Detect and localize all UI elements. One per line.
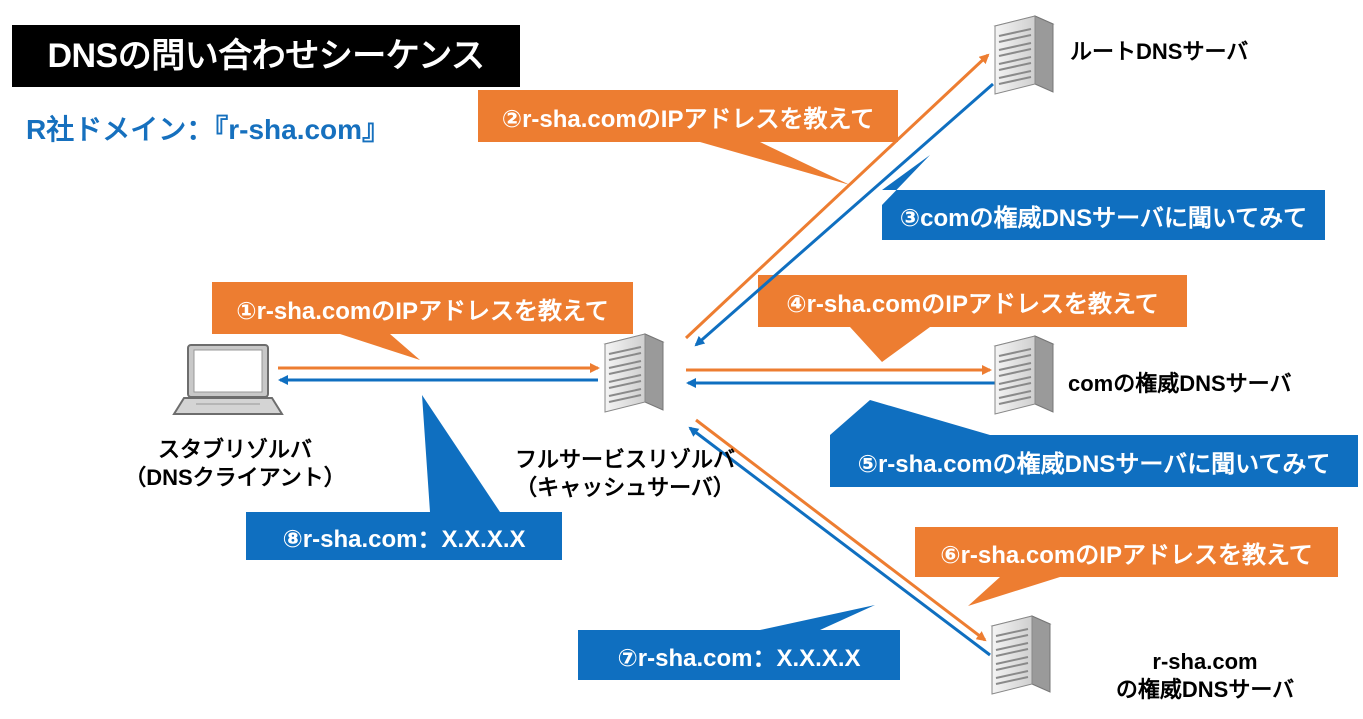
stub-resolver-label-line1: スタブリゾルバ: [157, 437, 312, 462]
bubble-1-background: [212, 282, 633, 360]
message-7-text: ⑦r-sha.com：X.X.X.X: [617, 644, 861, 672]
bubble-2-background: [478, 90, 898, 185]
laptop-icon: [172, 344, 284, 415]
page-title: DNSの問い合わせシーケンス: [47, 37, 485, 75]
root-dns-label: ルートDNSサーバ: [1070, 39, 1249, 64]
stub-resolver-label: スタブリゾルバ （DNSクライアント）: [110, 436, 360, 492]
message-1-text: ①r-sha.comのIPアドレスを教えて: [236, 297, 609, 325]
com-dns-server-icon: [994, 335, 1054, 415]
rsha-dns-label-line1: r-sha.com: [1152, 649, 1258, 674]
arrow-2-request: [684, 53, 990, 340]
arrow-7-response: [688, 426, 991, 657]
bubble-4-background: [758, 275, 1187, 362]
rsha-dns-label: r-sha.com の権威DNSサーバ: [1100, 648, 1310, 704]
message-3-text: ③comの権威DNSサーバに聞いてみて: [899, 204, 1308, 232]
message-8-text: ⑧r-sha.com：X.X.X.X: [282, 525, 526, 553]
bubble-8-background: [246, 395, 562, 560]
message-4-text: ④r-sha.comのIPアドレスを教えて: [786, 290, 1159, 318]
title-background: [12, 25, 520, 87]
full-resolver-label: フルサービスリゾルバ （キャッシュサーバ）: [500, 446, 750, 502]
message-5-text: ⑤r-sha.comの権威DNSサーバに聞いてみて: [857, 450, 1331, 478]
stub-resolver-label-line2: （DNSクライアント）: [124, 465, 346, 490]
rsha-dns-server-icon: [991, 615, 1051, 695]
bubble-3-background: [882, 155, 1325, 240]
full-resolver-label-line2: （キャッシュサーバ）: [515, 475, 735, 500]
bubble-6-background: [915, 527, 1338, 606]
full-resolver-label-line1: フルサービスリゾルバ: [514, 447, 735, 472]
message-6-text: ⑥r-sha.comのIPアドレスを教えて: [940, 541, 1313, 569]
rsha-dns-label-line2: の権威DNSサーバ: [1115, 677, 1295, 702]
root-dns-server-icon: [994, 15, 1054, 95]
domain-subtitle: R社ドメイン：『r-sha.com』: [26, 114, 391, 145]
bubble-7-background: [578, 605, 900, 680]
arrow-3-response: [694, 82, 994, 347]
bubble-5-background: [830, 400, 1358, 487]
message-2-text: ②r-sha.comのIPアドレスを教えて: [501, 105, 875, 133]
full-resolver-server-icon: [604, 333, 664, 413]
com-dns-label: comの権威DNSサーバ: [1068, 371, 1292, 396]
arrow-6-request: [695, 418, 987, 642]
